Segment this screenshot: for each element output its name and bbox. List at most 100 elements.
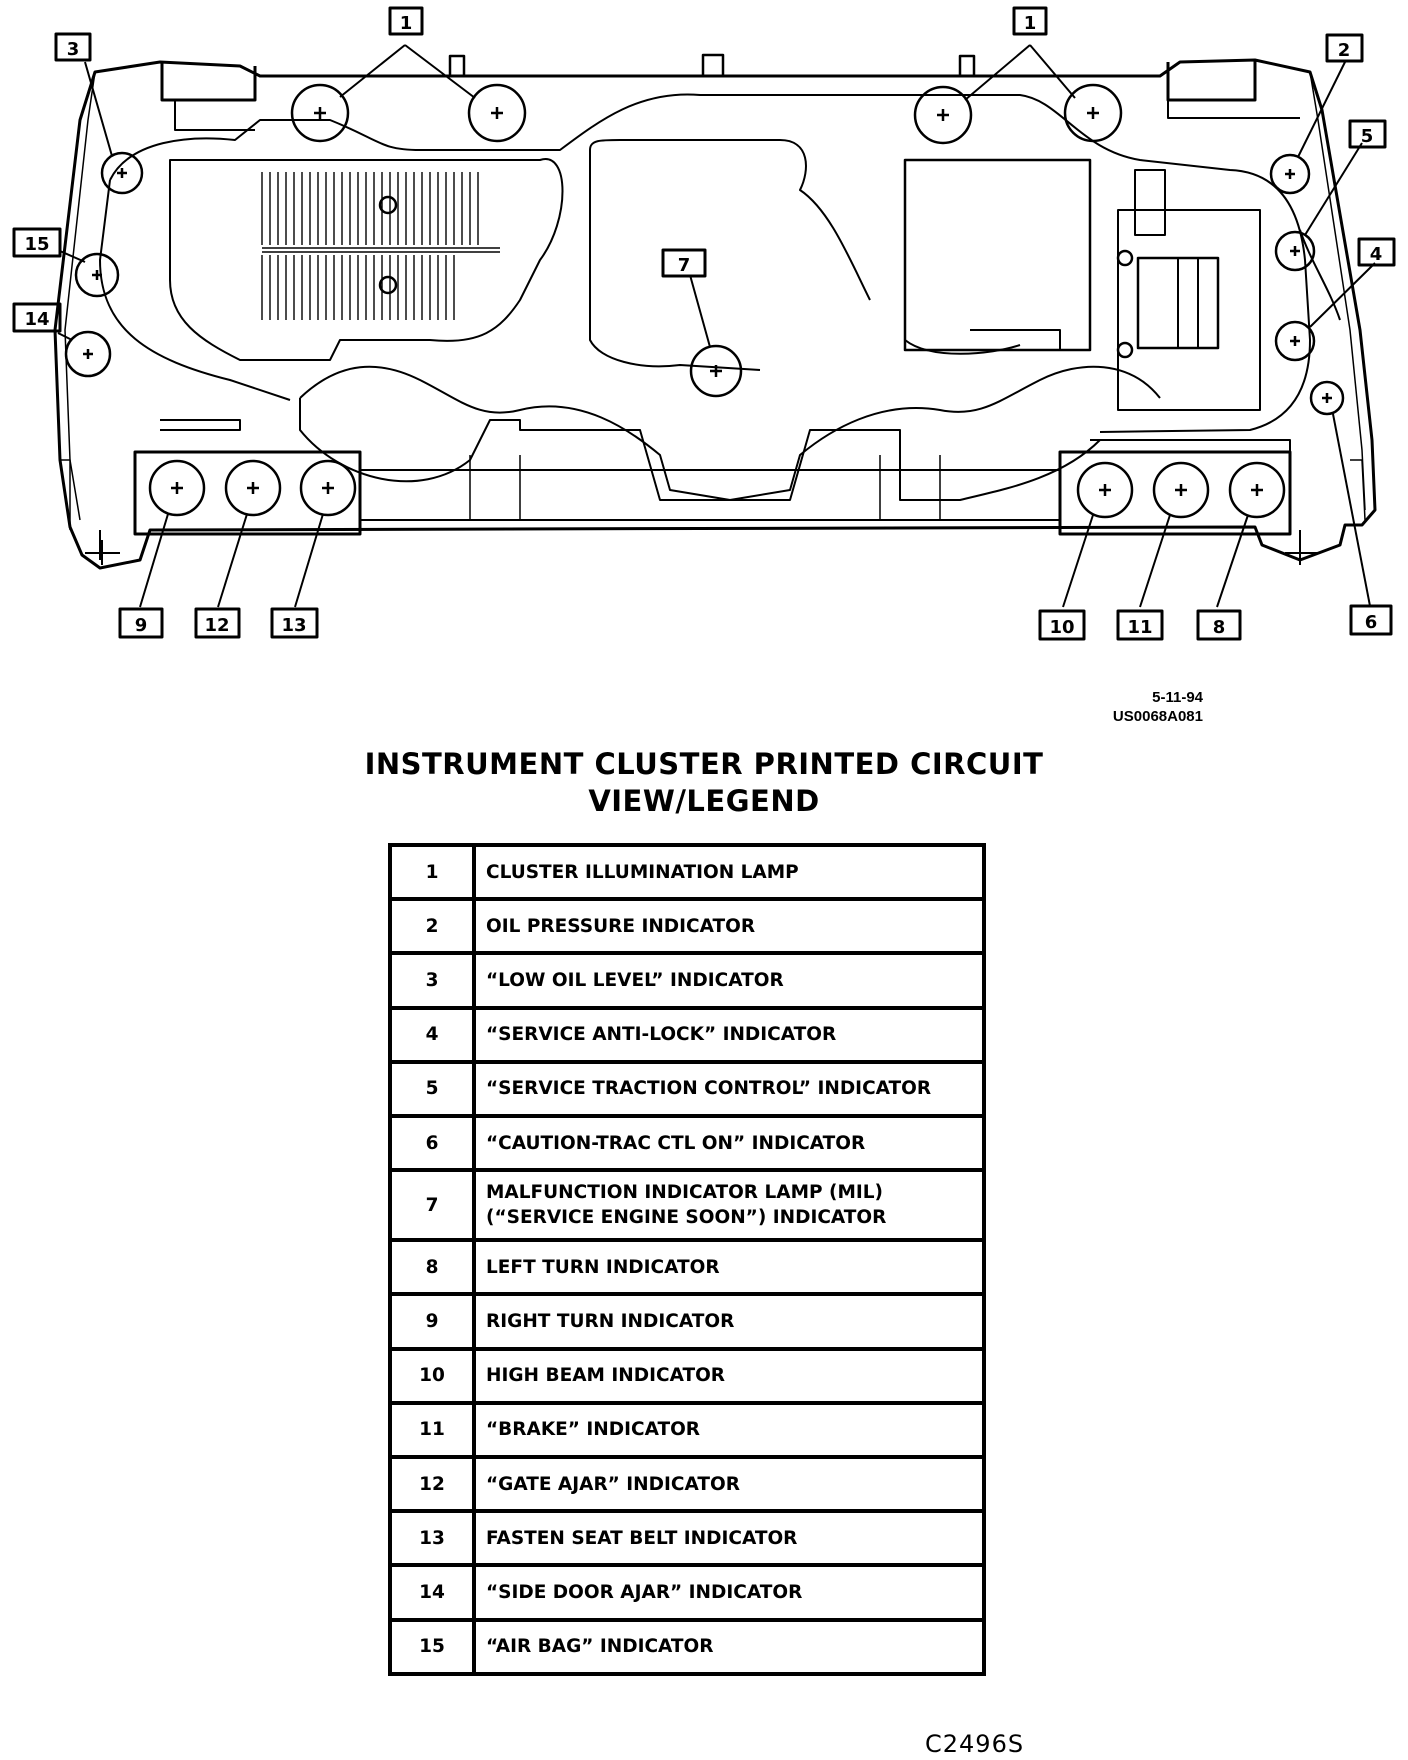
legend-description: “LOW OIL LEVEL” INDICATOR	[472, 951, 986, 1010]
callout-leader-lines	[57, 44, 1376, 608]
legend-number: 8	[388, 1238, 476, 1297]
legend-description: “CAUTION-TRAC CTL ON” INDICATOR	[472, 1114, 986, 1173]
legend-row: 3“LOW OIL LEVEL” INDICATOR	[388, 951, 986, 1010]
lamp-1c	[913, 85, 973, 145]
callout-1-right: 1	[1012, 6, 1048, 36]
legend-number: 15	[388, 1617, 476, 1677]
legend-number: 9	[388, 1292, 476, 1351]
lamp-4	[1274, 320, 1316, 362]
callout-1-left-text: 1	[400, 13, 413, 34]
callout-1-right-text: 1	[1024, 13, 1037, 34]
lamp-3	[100, 151, 144, 195]
legend-description: CLUSTER ILLUMINATION LAMP	[472, 842, 986, 902]
legend-number: 4	[388, 1005, 476, 1064]
legend-description: HIGH BEAM INDICATOR	[472, 1346, 986, 1405]
callout-5: 5	[1348, 119, 1387, 149]
legend-number: 6	[388, 1114, 476, 1173]
callout-12: 12	[194, 607, 241, 639]
legend-row: 6“CAUTION-TRAC CTL ON” INDICATOR	[388, 1114, 986, 1173]
callout-4: 4	[1357, 237, 1396, 267]
lamp-1d	[1063, 83, 1123, 143]
legend-number: 2	[388, 897, 476, 956]
lamp-2	[1269, 153, 1311, 195]
lamp-11	[1152, 461, 1210, 519]
legend-number: 10	[388, 1346, 476, 1405]
callout-7-text: 7	[678, 255, 691, 276]
callout-3: 3	[54, 32, 92, 62]
legend-row: 4“SERVICE ANTI-LOCK” INDICATOR	[388, 1005, 986, 1064]
lamp-7	[689, 344, 743, 398]
callout-15: 15	[12, 227, 62, 258]
figure-code: C2496S	[925, 1730, 1025, 1758]
legend-number: 1	[388, 842, 476, 902]
callout-9: 9	[118, 607, 164, 639]
callout-1-left: 1	[388, 6, 424, 36]
callout-2: 2	[1325, 33, 1364, 63]
callout-labels: 1 1 3 2 5 4 15 14 7 9 12 13 10 11 8 6	[12, 6, 1396, 641]
legend-number: 3	[388, 951, 476, 1010]
legend-number: 14	[388, 1563, 476, 1622]
legend-row: 14“SIDE DOOR AJAR” INDICATOR	[388, 1563, 986, 1622]
lamp-9	[148, 459, 206, 517]
legend-description: “AIR BAG” INDICATOR	[472, 1617, 986, 1677]
callout-14-text: 14	[24, 309, 49, 330]
lamp-8	[1228, 461, 1286, 519]
callout-9-text: 9	[135, 615, 148, 636]
lamp-1b	[467, 83, 527, 143]
callout-2-text: 2	[1338, 40, 1351, 61]
legend-row: 11“BRAKE” INDICATOR	[388, 1400, 986, 1460]
legend-number: 7	[388, 1168, 476, 1243]
callout-10-text: 10	[1049, 617, 1074, 638]
lamp-1a	[290, 83, 350, 143]
figure-date: 5-11-94	[1152, 689, 1203, 706]
indicator-lamps	[64, 83, 1345, 519]
callout-7: 7	[661, 248, 707, 278]
legend-description: FASTEN SEAT BELT INDICATOR	[472, 1509, 986, 1568]
callout-8: 8	[1196, 609, 1242, 641]
legend-description: RIGHT TURN INDICATOR	[472, 1292, 986, 1351]
callout-3-text: 3	[67, 39, 80, 60]
legend-title-line-2: VIEW/LEGEND	[588, 784, 820, 818]
callout-6: 6	[1349, 604, 1393, 636]
legend-description: MALFUNCTION INDICATOR LAMP (MIL) (“SERVI…	[472, 1168, 986, 1243]
legend-description: “SERVICE TRACTION CONTROL” INDICATOR	[472, 1059, 986, 1119]
circuit-board-diagram: 1 1 3 2 5 4 15 14 7 9 12 13 10 11 8 6	[12, 6, 1396, 641]
callout-13-text: 13	[281, 615, 306, 636]
legend-description: OIL PRESSURE INDICATOR	[472, 897, 986, 956]
lamp-13	[299, 459, 357, 517]
legend-title-line-1: INSTRUMENT CLUSTER PRINTED CIRCUIT	[364, 747, 1044, 781]
legend-description: “SIDE DOOR AJAR” INDICATOR	[472, 1563, 986, 1622]
legend-row: 12“GATE AJAR” INDICATOR	[388, 1455, 986, 1514]
legend-description: “GATE AJAR” INDICATOR	[472, 1455, 986, 1514]
lamp-12	[224, 459, 282, 517]
legend-number: 5	[388, 1059, 476, 1119]
callout-10: 10	[1038, 609, 1086, 641]
lamp-15	[74, 252, 120, 298]
callout-11: 11	[1116, 609, 1164, 641]
callout-8-text: 8	[1213, 617, 1226, 638]
lamp-6	[1309, 380, 1345, 416]
callout-13: 13	[270, 607, 319, 639]
legend-description: LEFT TURN INDICATOR	[472, 1238, 986, 1297]
legend-description: “BRAKE” INDICATOR	[472, 1400, 986, 1460]
callout-6-text: 6	[1365, 612, 1378, 633]
figure-reference-id: US0068A081	[1112, 708, 1203, 725]
board-outline	[53, 53, 1377, 570]
legend-description: “SERVICE ANTI-LOCK” INDICATOR	[472, 1005, 986, 1064]
legend-row: 15“AIR BAG” INDICATOR	[388, 1617, 986, 1677]
legend-number: 11	[388, 1400, 476, 1460]
callout-11-text: 11	[1127, 617, 1152, 638]
callout-5-text: 5	[1361, 126, 1374, 147]
lamp-14	[64, 330, 112, 378]
legend-number: 12	[388, 1455, 476, 1514]
legend-row: 5“SERVICE TRACTION CONTROL” INDICATOR	[388, 1059, 986, 1119]
legend-number: 13	[388, 1509, 476, 1568]
